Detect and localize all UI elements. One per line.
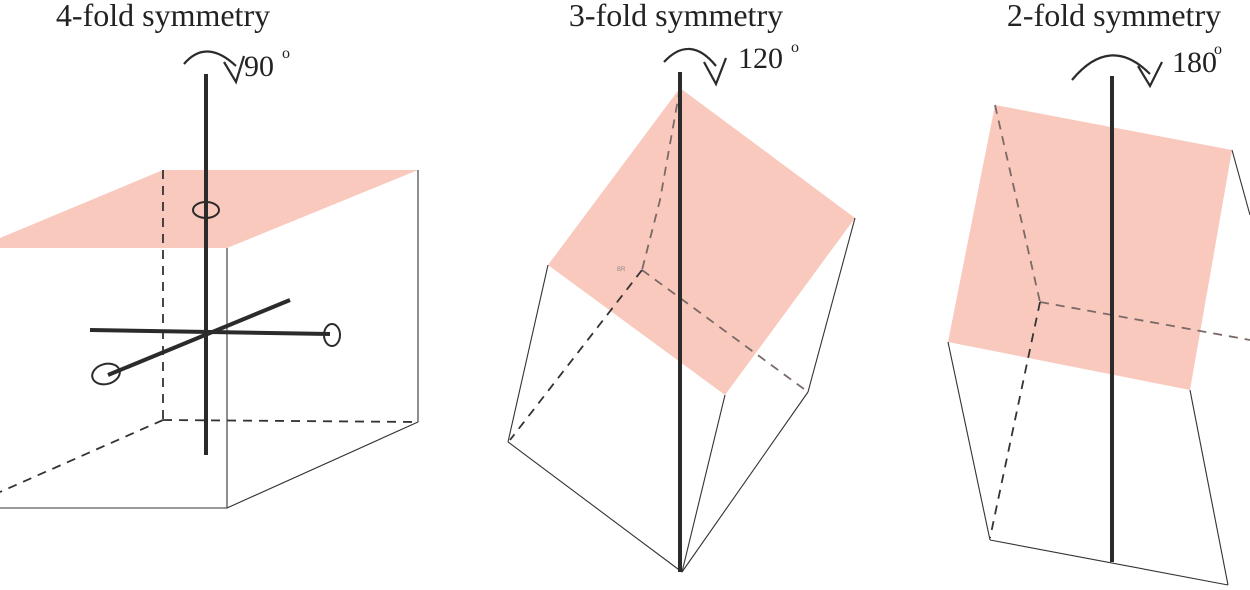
rotation-arrow: [183, 50, 237, 67]
rotation-arrow: [663, 47, 717, 67]
hidden-edge: [641, 269, 809, 393]
cube-edge: [1231, 149, 1250, 216]
cube-edge: [989, 539, 1229, 586]
rotation-angle: 90: [244, 50, 274, 83]
hidden-edge: [994, 104, 1041, 303]
cube-edge: [507, 441, 683, 573]
hidden-edge: [0, 419, 164, 493]
degree-mark: o: [282, 45, 290, 62]
cube-edge: [226, 421, 419, 509]
hidden-edge: [162, 419, 419, 423]
panel-4-fold: 4-fold symmetry 90 o: [0, 0, 419, 509]
cube-edge: [947, 341, 991, 541]
arrow-head: [223, 55, 246, 85]
hidden-edge: [641, 87, 681, 271]
arrow-head: [703, 57, 728, 87]
cube-edge: [507, 264, 549, 443]
degree-mark: o: [791, 39, 799, 56]
panel-title: 4-fold symmetry: [56, 0, 270, 33]
panel-2-fold: 2-fold symmetry 180 o: [947, 0, 1250, 586]
rotation-angle: 180: [1172, 46, 1217, 79]
shaded-face: [0, 170, 418, 248]
rotation-angle: 120: [738, 42, 783, 75]
rotation-axis: [107, 298, 291, 377]
axis-marker: [323, 323, 341, 347]
cube-edge: [681, 391, 809, 573]
arrow-head: [1137, 61, 1163, 89]
rotation-arrow: [1071, 54, 1151, 81]
shaded-face: [548, 88, 855, 395]
cube-edge: [1189, 389, 1229, 586]
hidden-edge: [1039, 301, 1250, 341]
axis-marker: [91, 362, 121, 386]
panel-3-fold: BR 3-fold symmetry 120 o: [507, 0, 856, 573]
hidden-edge: [989, 301, 1041, 539]
panel-title: 3-fold symmetry: [569, 0, 783, 33]
corner-label: BR: [617, 267, 626, 273]
cube-edge: [681, 394, 726, 573]
hidden-edge: [509, 269, 643, 441]
degree-mark: o: [1214, 41, 1222, 58]
cube-edge: [807, 217, 856, 393]
axis-marker: [192, 201, 220, 219]
shaded-face: [948, 105, 1232, 390]
panel-title: 2-fold symmetry: [1007, 0, 1221, 33]
